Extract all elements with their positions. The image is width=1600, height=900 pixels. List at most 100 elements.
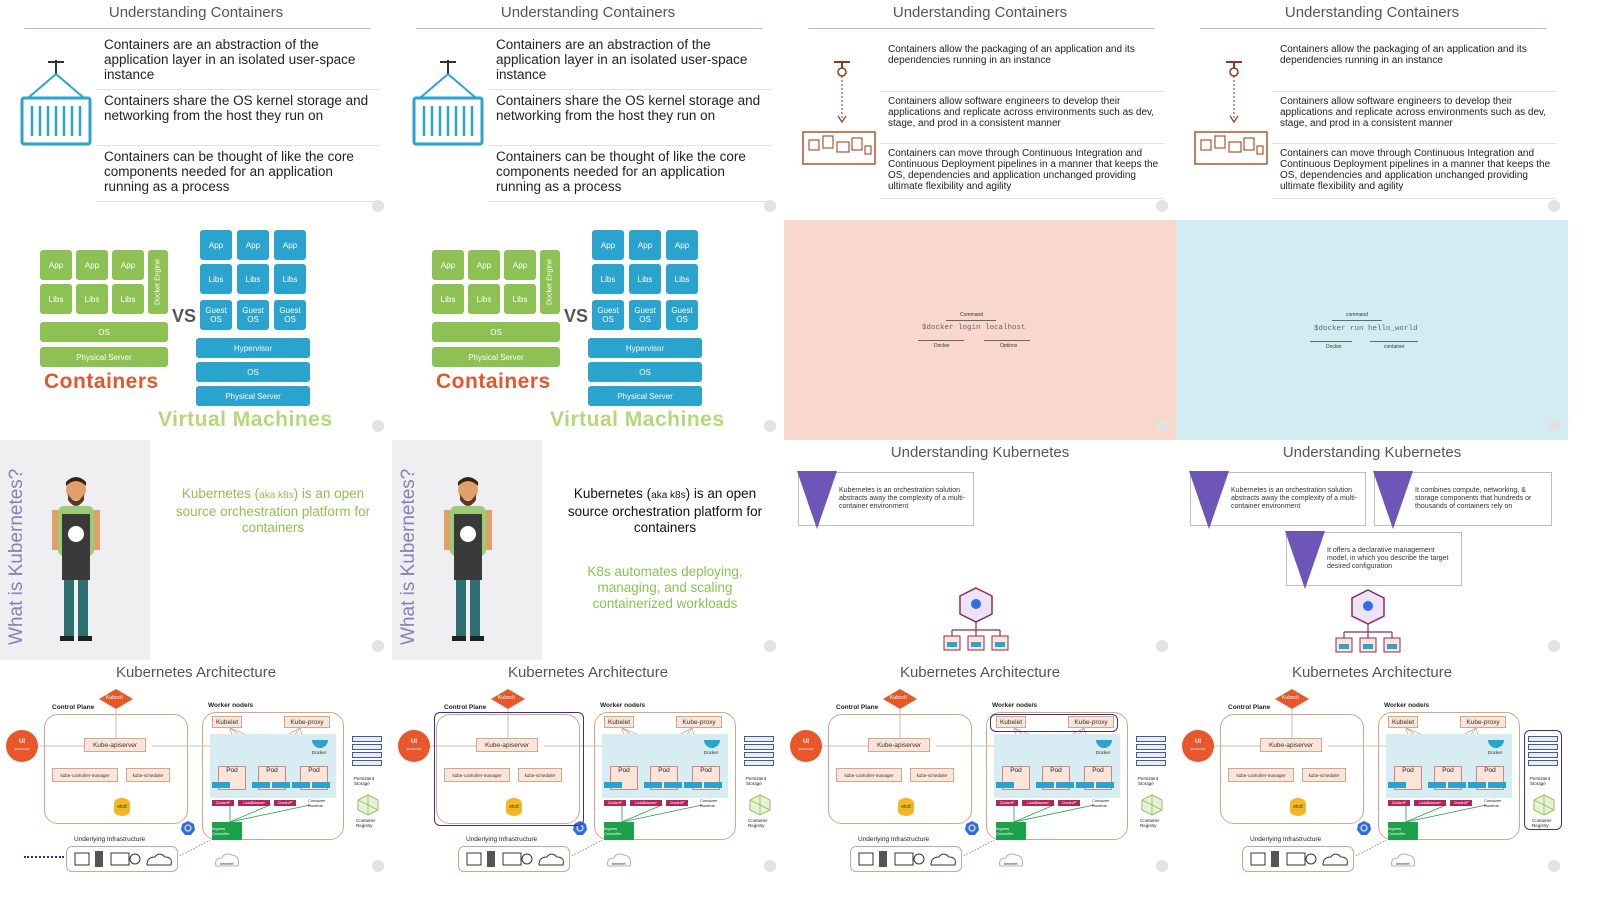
storage-stack-icon[interactable] bbox=[744, 736, 774, 774]
ui-dashboard-button[interactable]: UI Dashboard bbox=[398, 730, 430, 762]
slide-menu-icon[interactable] bbox=[764, 420, 776, 432]
vm-guest-os-block: Guest OS bbox=[237, 300, 269, 330]
worker-node-box[interactable] bbox=[594, 712, 736, 840]
control-plane-box[interactable] bbox=[44, 714, 188, 824]
slide-what-is-kubernetes-1[interactable]: What is Kubernetes? Kubernetes (aka k8s)… bbox=[0, 440, 392, 660]
slide-containers-vs-vms-1[interactable]: App App App Libs Libs Libs Docker Engine… bbox=[0, 220, 392, 440]
slide-what-is-kubernetes-2[interactable]: What is Kubernetes? Kubernetes (aka k8s)… bbox=[392, 440, 784, 660]
ingress-controller-box[interactable]: Ingress Controller bbox=[1388, 822, 1418, 840]
kube-controller-manager-box[interactable]: kube-controller-manager bbox=[1228, 768, 1294, 782]
slide-understanding-containers-3[interactable]: Understanding Containers Containers allo… bbox=[784, 0, 1176, 220]
ui-dashboard-button[interactable]: UI Dashboard bbox=[6, 730, 38, 762]
slide-menu-icon[interactable] bbox=[1156, 420, 1168, 432]
slide-understanding-kubernetes-2[interactable]: Understanding Kubernetes Kubernetes is a… bbox=[1176, 440, 1568, 660]
slide-menu-icon[interactable] bbox=[372, 640, 384, 652]
slide-menu-icon[interactable] bbox=[372, 860, 384, 872]
kube-apiserver-box[interactable]: Kube-apiserver bbox=[476, 738, 538, 752]
slide-k8s-architecture-3[interactable]: Kubernetes Architecture Kubectl UI Dashb… bbox=[784, 660, 1176, 880]
slide-k8s-architecture-2[interactable]: Kubernetes Architecture Kubectl UI Dashb… bbox=[392, 660, 784, 880]
kube-apiserver-box[interactable]: Kube-apiserver bbox=[84, 738, 146, 752]
kube-controller-manager-box[interactable]: kube-controller-manager bbox=[52, 768, 118, 782]
kubelet-box[interactable]: Kubelet bbox=[996, 716, 1026, 728]
worker-node-box[interactable] bbox=[1378, 712, 1520, 840]
slide-menu-icon[interactable] bbox=[1156, 200, 1168, 212]
kubelet-box[interactable]: Kubelet bbox=[1388, 716, 1418, 728]
slide-menu-icon[interactable] bbox=[1156, 640, 1168, 652]
underlying-infra-box[interactable] bbox=[458, 846, 570, 872]
kube-scheduler-box[interactable]: kube-scheduler bbox=[1302, 768, 1346, 782]
control-plane-box[interactable] bbox=[436, 714, 580, 824]
kubelet-box[interactable]: Kubelet bbox=[604, 716, 634, 728]
storage-stack-icon[interactable] bbox=[1136, 736, 1166, 774]
ui-label: UI bbox=[803, 739, 809, 745]
ingress-controller-box[interactable]: Ingress Controller bbox=[212, 822, 242, 840]
slide-menu-icon[interactable] bbox=[764, 200, 776, 212]
kube-apiserver-box[interactable]: Kube-apiserver bbox=[1260, 738, 1322, 752]
kube-proxy-box[interactable]: Kube-proxy bbox=[1460, 716, 1506, 728]
worker-node-box[interactable] bbox=[202, 712, 344, 840]
etcd-database-icon[interactable]: etcd bbox=[1290, 798, 1306, 816]
kube-scheduler-box[interactable]: kube-scheduler bbox=[910, 768, 954, 782]
kube-proxy-box[interactable]: Kube-proxy bbox=[284, 716, 330, 728]
slide-understanding-containers-4[interactable]: Understanding Containers Containers allo… bbox=[1176, 0, 1568, 220]
slide-menu-icon[interactable] bbox=[1156, 860, 1168, 872]
slide-menu-icon[interactable] bbox=[764, 640, 776, 652]
slide-menu-icon[interactable] bbox=[1548, 200, 1560, 212]
ui-sub-label: Dashboard bbox=[14, 747, 30, 751]
ui-dashboard-button[interactable]: UI Dashboard bbox=[790, 730, 822, 762]
kube-controller-manager-box[interactable]: kube-controller-manager bbox=[444, 768, 510, 782]
slide-menu-icon[interactable] bbox=[372, 420, 384, 432]
slide-menu-icon[interactable] bbox=[372, 200, 384, 212]
underlying-infra-box[interactable] bbox=[850, 846, 962, 872]
kube-proxy-box[interactable]: Kube-proxy bbox=[1068, 716, 1114, 728]
kube-proxy-box[interactable]: Kube-proxy bbox=[676, 716, 722, 728]
kube-apiserver-box[interactable]: Kube-apiserver bbox=[868, 738, 930, 752]
slide-k8s-architecture-4[interactable]: Kubernetes Architecture Kubectl UI Dashb… bbox=[1176, 660, 1568, 880]
underlying-infra-box[interactable] bbox=[1242, 846, 1354, 872]
etcd-database-icon[interactable]: etcd bbox=[506, 798, 522, 816]
docker-whale-icon bbox=[1488, 740, 1504, 748]
storage-disk-icon bbox=[744, 744, 774, 750]
pod-box[interactable]: Pod bbox=[1394, 766, 1422, 790]
storage-disk-icon bbox=[1136, 736, 1166, 742]
internet-cloud-icon bbox=[1391, 853, 1415, 867]
storage-stack-icon[interactable] bbox=[1528, 736, 1558, 774]
ingress-controller-box[interactable]: Ingress Controller bbox=[996, 822, 1026, 840]
vm-app-block: App bbox=[629, 230, 661, 260]
kubelet-box[interactable]: Kubelet bbox=[212, 716, 242, 728]
ingress-controller-box[interactable]: Ingress Controller bbox=[604, 822, 634, 840]
kube-scheduler-box[interactable]: kube-scheduler bbox=[126, 768, 170, 782]
slide-containers-vs-vms-2[interactable]: App App App Libs Libs Libs Docker Engine… bbox=[392, 220, 784, 440]
slide-k8s-architecture-1[interactable]: Kubernetes Architecture Kubectl UI Dashb… bbox=[0, 660, 392, 880]
vm-libs-block: Libs bbox=[274, 264, 306, 294]
etcd-database-icon[interactable]: etcd bbox=[898, 798, 914, 816]
slide-understanding-containers-1[interactable]: Understanding Containers Containers are … bbox=[0, 0, 392, 220]
ui-sub-label: Dashboard bbox=[798, 747, 814, 751]
vm-guest-os-block: Guest OS bbox=[200, 300, 232, 330]
ui-dashboard-button[interactable]: UI Dashboard bbox=[1182, 730, 1214, 762]
kube-scheduler-box[interactable]: kube-scheduler bbox=[518, 768, 562, 782]
ui-label: UI bbox=[1195, 739, 1201, 745]
persistent-storage-label: Persistent Storage bbox=[746, 776, 767, 786]
slide-docker-login-command[interactable]: Command $docker login localhost Docker O… bbox=[784, 220, 1176, 440]
control-plane-box[interactable] bbox=[1220, 714, 1364, 824]
slide-understanding-containers-2[interactable]: Understanding Containers Containers are … bbox=[392, 0, 784, 220]
underlying-infra-box[interactable] bbox=[66, 846, 178, 872]
etcd-database-icon[interactable]: etcd bbox=[114, 798, 130, 816]
vm-guest-os-block: Guest OS bbox=[629, 300, 661, 330]
slide-menu-icon[interactable] bbox=[1548, 640, 1560, 652]
container-runtime-label: Container Runtime bbox=[308, 798, 326, 808]
slide-menu-icon[interactable] bbox=[1548, 860, 1560, 872]
kubectl-label: Kubectl bbox=[1282, 695, 1299, 701]
slide-understanding-kubernetes-1[interactable]: Understanding Kubernetes Kubernetes is a… bbox=[784, 440, 1176, 660]
slide-menu-icon[interactable] bbox=[764, 860, 776, 872]
kube-controller-manager-box[interactable]: kube-controller-manager bbox=[836, 768, 902, 782]
docker-label: Docker bbox=[1488, 750, 1503, 755]
control-plane-box[interactable] bbox=[828, 714, 972, 824]
slide-title: Understanding Containers bbox=[1284, 4, 1460, 21]
slide-menu-icon[interactable] bbox=[1548, 420, 1560, 432]
storage-stack-icon[interactable] bbox=[352, 736, 382, 774]
slide-docker-run-command[interactable]: command $docker run hello_world Docker c… bbox=[1176, 220, 1568, 440]
worker-node-box[interactable] bbox=[986, 712, 1128, 840]
vs-label: VS bbox=[172, 306, 197, 326]
